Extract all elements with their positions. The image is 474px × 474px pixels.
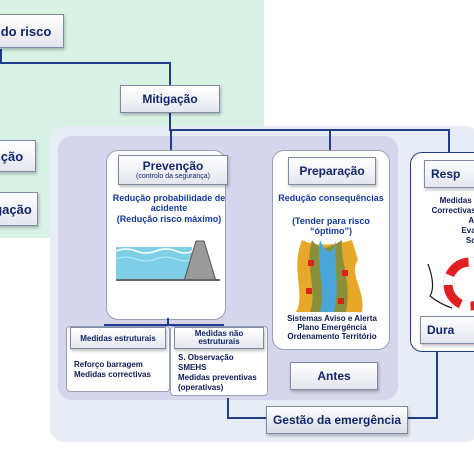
prevention-target: (Redução risco máximo) xyxy=(116,214,222,224)
response-items: Medidas Op Correctivas m Avis Evacu Socc xyxy=(415,196,474,246)
risk-box: do risco xyxy=(0,14,64,48)
left-mid-box: ção xyxy=(0,140,36,172)
nonstructural-item: S. Observação xyxy=(178,353,234,362)
connector xyxy=(0,62,170,64)
duration-label: Dura xyxy=(427,323,455,337)
nonstructural-header: Medidas não estruturais xyxy=(174,327,264,349)
structural-items: Reforço barragem Medidas correctivas xyxy=(74,360,168,380)
connector xyxy=(0,49,2,63)
preparation-reduction: Redução consequências xyxy=(278,193,384,203)
mitigation-label: Mitigação xyxy=(142,92,198,106)
before-box: Antes xyxy=(290,362,378,390)
connector xyxy=(169,62,171,85)
preparation-item: Plano Emergência xyxy=(297,323,367,332)
connector xyxy=(104,324,224,326)
risk-box-label: do risco xyxy=(0,23,52,39)
response-item: Medidas Op xyxy=(439,196,474,205)
nonstructural-item: (operativas) xyxy=(178,383,224,392)
prevention-title-box: Prevenção (controlo da segurança) xyxy=(118,155,228,185)
response-title: Resp xyxy=(431,167,461,181)
dam-cross-section-icon xyxy=(116,240,220,281)
prevention-title: Prevenção xyxy=(142,158,204,173)
connector xyxy=(227,417,269,419)
left-mid-label: ção xyxy=(0,148,24,164)
lifebuoy-icon xyxy=(427,257,474,311)
left-low-label: gação xyxy=(0,201,32,217)
preparation-item: Ordenamento Território xyxy=(287,332,377,341)
mitigation-box: Mitigação xyxy=(120,85,220,113)
structural-item: Reforço barragem xyxy=(74,360,143,369)
preparation-title-box: Preparação xyxy=(288,157,376,185)
structural-item: Medidas correctivas xyxy=(74,370,151,379)
nonstructural-item: Medidas preventivas xyxy=(178,373,257,382)
preparation-items: Sistemas Aviso e Alerta Plano Emergência… xyxy=(276,314,388,341)
response-item: Correctivas m xyxy=(431,206,474,215)
connector xyxy=(436,352,438,418)
flood-map-icon xyxy=(296,240,363,312)
connector xyxy=(227,398,229,418)
response-item: Socc xyxy=(465,236,474,245)
preparation-title: Preparação xyxy=(299,164,365,178)
connector xyxy=(329,129,331,151)
connector xyxy=(170,129,172,151)
emergency-box: Gestão da emergência xyxy=(266,406,408,434)
preparation-item: Sistemas Aviso e Alerta xyxy=(287,314,377,323)
response-item: Evacu xyxy=(461,226,474,235)
connector xyxy=(167,318,169,326)
prevention-subtitle: (controlo da segurança) xyxy=(136,172,210,180)
connector xyxy=(408,417,438,419)
structural-header-label: Medidas estruturais xyxy=(80,333,156,343)
nonstructural-header-label: Medidas não estruturais xyxy=(194,329,244,346)
structural-header: Medidas estruturais xyxy=(70,327,166,349)
response-item: Avis xyxy=(468,216,474,225)
duration-box: Dura xyxy=(420,316,474,344)
nonstructural-item: SMEHS xyxy=(178,363,207,372)
emergency-label: Gestão da emergência xyxy=(272,413,402,427)
prevention-reduction: Redução probabilidade de acidente xyxy=(112,193,226,213)
connector xyxy=(169,112,171,131)
connector xyxy=(448,129,450,153)
nonstructural-items: S. Observação SMEHS Medidas preventivas … xyxy=(178,353,268,393)
left-low-box: gação xyxy=(0,192,38,226)
response-title-box: Resp xyxy=(424,160,474,188)
preparation-target: (Tender para risco “óptimo”) xyxy=(292,216,370,236)
connector xyxy=(170,129,450,131)
before-label: Antes xyxy=(317,369,351,383)
